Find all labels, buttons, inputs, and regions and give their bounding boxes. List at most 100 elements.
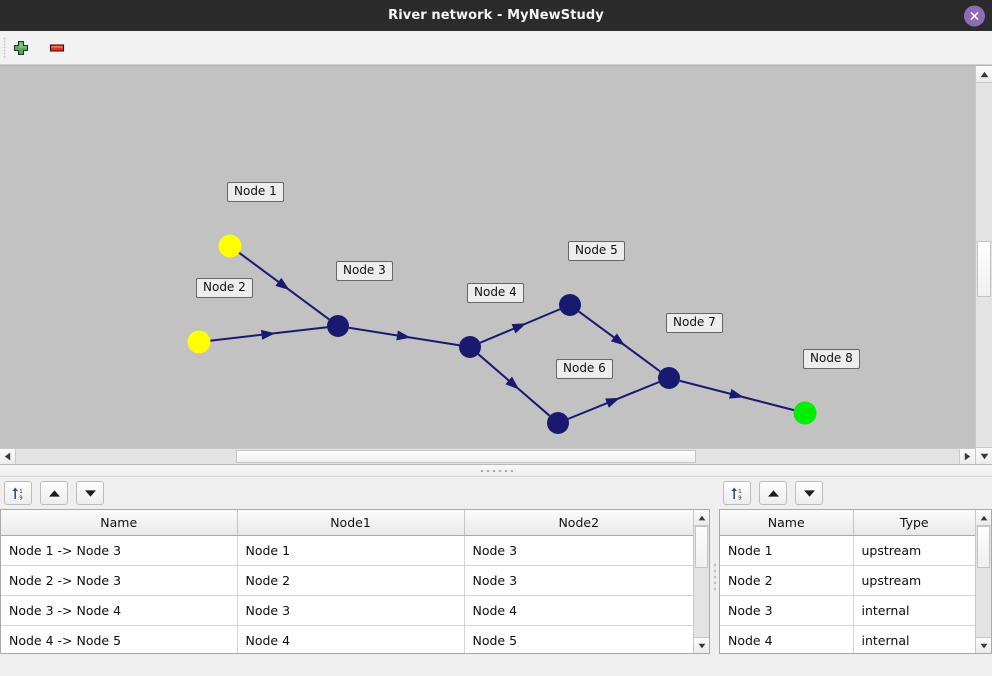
table-cell[interactable]: Node 3: [464, 565, 693, 596]
table-cell[interactable]: Node 5: [464, 625, 693, 653]
graph-node-label-node-7[interactable]: Node 7: [666, 313, 723, 333]
node-sort-button[interactable]: 1 9: [723, 481, 751, 505]
remove-minus-icon: [49, 43, 65, 52]
graph-node-label-node-3[interactable]: Node 3: [336, 261, 393, 281]
graph-node-label-node-8[interactable]: Node 8: [803, 349, 860, 369]
add-node-button[interactable]: [10, 37, 32, 59]
branch-move-down-button[interactable]: [76, 481, 104, 505]
node-scroll-down-button[interactable]: [976, 637, 991, 653]
graph-node-node-6[interactable]: [547, 412, 569, 434]
table-cell[interactable]: Node 2: [720, 565, 854, 596]
node-scroll-up-button[interactable]: [976, 510, 991, 526]
node-move-up-button[interactable]: [759, 481, 787, 505]
graph-node-label-node-5[interactable]: Node 5: [568, 241, 625, 261]
branch-col-node1[interactable]: Node1: [237, 510, 465, 536]
table-cell[interactable]: Node 1: [720, 535, 854, 566]
graph-node-node-5[interactable]: [559, 294, 581, 316]
table-cell[interactable]: Node 1 -> Node 3: [1, 535, 238, 566]
edge-direction-arrow: [511, 323, 527, 334]
graph-node-label-node-1[interactable]: Node 1: [227, 182, 284, 202]
graph-node-node-4[interactable]: [459, 336, 481, 358]
main-toolbar: [0, 31, 992, 65]
graph-node-node-8[interactable]: [793, 401, 817, 425]
node-scroll-thumb[interactable]: [977, 526, 990, 568]
table-cell[interactable]: Node 3 -> Node 4: [1, 595, 238, 626]
caret-right-icon: [964, 452, 971, 461]
vertical-splitter[interactable]: [710, 477, 719, 676]
graph-node-node-3[interactable]: [327, 315, 349, 337]
graph-node-node-1[interactable]: [218, 234, 242, 258]
table-cell[interactable]: Node 4 -> Node 5: [1, 625, 238, 653]
table-cell[interactable]: Node 3: [720, 595, 854, 626]
caret-down-icon: [980, 453, 988, 459]
branch-col-node2[interactable]: Node2: [464, 510, 693, 536]
table-cell[interactable]: internal: [853, 625, 975, 653]
network-graph[interactable]: [0, 66, 992, 464]
river-network-canvas[interactable]: Node 1 Node 2 Node 3 Node 4 Node 5 Node 6 Node…: [0, 65, 992, 464]
graph-node-label-node-2[interactable]: Node 2: [196, 278, 253, 298]
splitter-grip: [479, 469, 513, 472]
branch-move-up-button[interactable]: [40, 481, 68, 505]
table-cell[interactable]: Node 4: [720, 625, 854, 653]
remove-node-button[interactable]: [46, 37, 68, 59]
scroll-right-button[interactable]: [959, 449, 975, 464]
node-col-type[interactable]: Type: [853, 510, 975, 536]
table-cell[interactable]: upstream: [853, 535, 975, 566]
graph-node-label-node-4[interactable]: Node 4: [467, 283, 524, 303]
table-cell[interactable]: upstream: [853, 565, 975, 596]
edge-direction-arrow: [260, 329, 276, 340]
branch-scroll-thumb[interactable]: [695, 526, 708, 568]
hscrollbar-thumb[interactable]: [236, 450, 696, 463]
edge-direction-arrow: [605, 397, 620, 408]
scroll-down-button[interactable]: [976, 447, 992, 464]
table-cell[interactable]: Node 1: [237, 535, 465, 566]
toolbar-drag-handle[interactable]: [3, 37, 6, 59]
node-col-name[interactable]: Name: [720, 510, 854, 536]
canvas-vertical-scrollbar[interactable]: [975, 66, 992, 464]
table-cell[interactable]: Node 3: [464, 535, 693, 566]
node-layer: [187, 234, 817, 434]
table-cell[interactable]: Node 4: [464, 595, 693, 626]
branch-table-vertical-scrollbar[interactable]: [693, 510, 709, 653]
table-cell[interactable]: internal: [853, 595, 975, 626]
branch-scroll-up-button[interactable]: [694, 510, 709, 526]
graph-node-node-7[interactable]: [658, 367, 680, 389]
table-cell[interactable]: Node 2: [237, 565, 465, 596]
scroll-left-button[interactable]: [0, 449, 16, 464]
table-cell[interactable]: Node 4: [237, 625, 465, 653]
edge-direction-arrow: [275, 277, 290, 291]
caret-left-icon: [4, 452, 11, 461]
branch-col-name[interactable]: Name: [1, 510, 238, 536]
node-move-down-button[interactable]: [795, 481, 823, 505]
close-window-button[interactable]: [964, 5, 985, 26]
scroll-up-button[interactable]: [976, 66, 992, 83]
add-plus-icon: [13, 40, 29, 55]
graph-node-label-node-6[interactable]: Node 6: [556, 359, 613, 379]
table-cell[interactable]: Node 2 -> Node 3: [1, 565, 238, 596]
table-cell[interactable]: Node 3: [237, 595, 465, 626]
graph-node-node-2[interactable]: [187, 330, 211, 354]
branch-scroll-down-button[interactable]: [694, 637, 709, 653]
arrow-up-icon: [767, 489, 779, 497]
horizontal-splitter[interactable]: [0, 464, 992, 477]
edge-direction-arrow: [396, 330, 411, 341]
node-table-vertical-scrollbar[interactable]: [975, 510, 991, 653]
caret-up-icon: [980, 71, 988, 77]
vscrollbar-thumb[interactable]: [977, 241, 991, 297]
canvas-horizontal-scrollbar[interactable]: [0, 448, 975, 464]
branch-sort-button[interactable]: 1 9: [4, 481, 32, 505]
